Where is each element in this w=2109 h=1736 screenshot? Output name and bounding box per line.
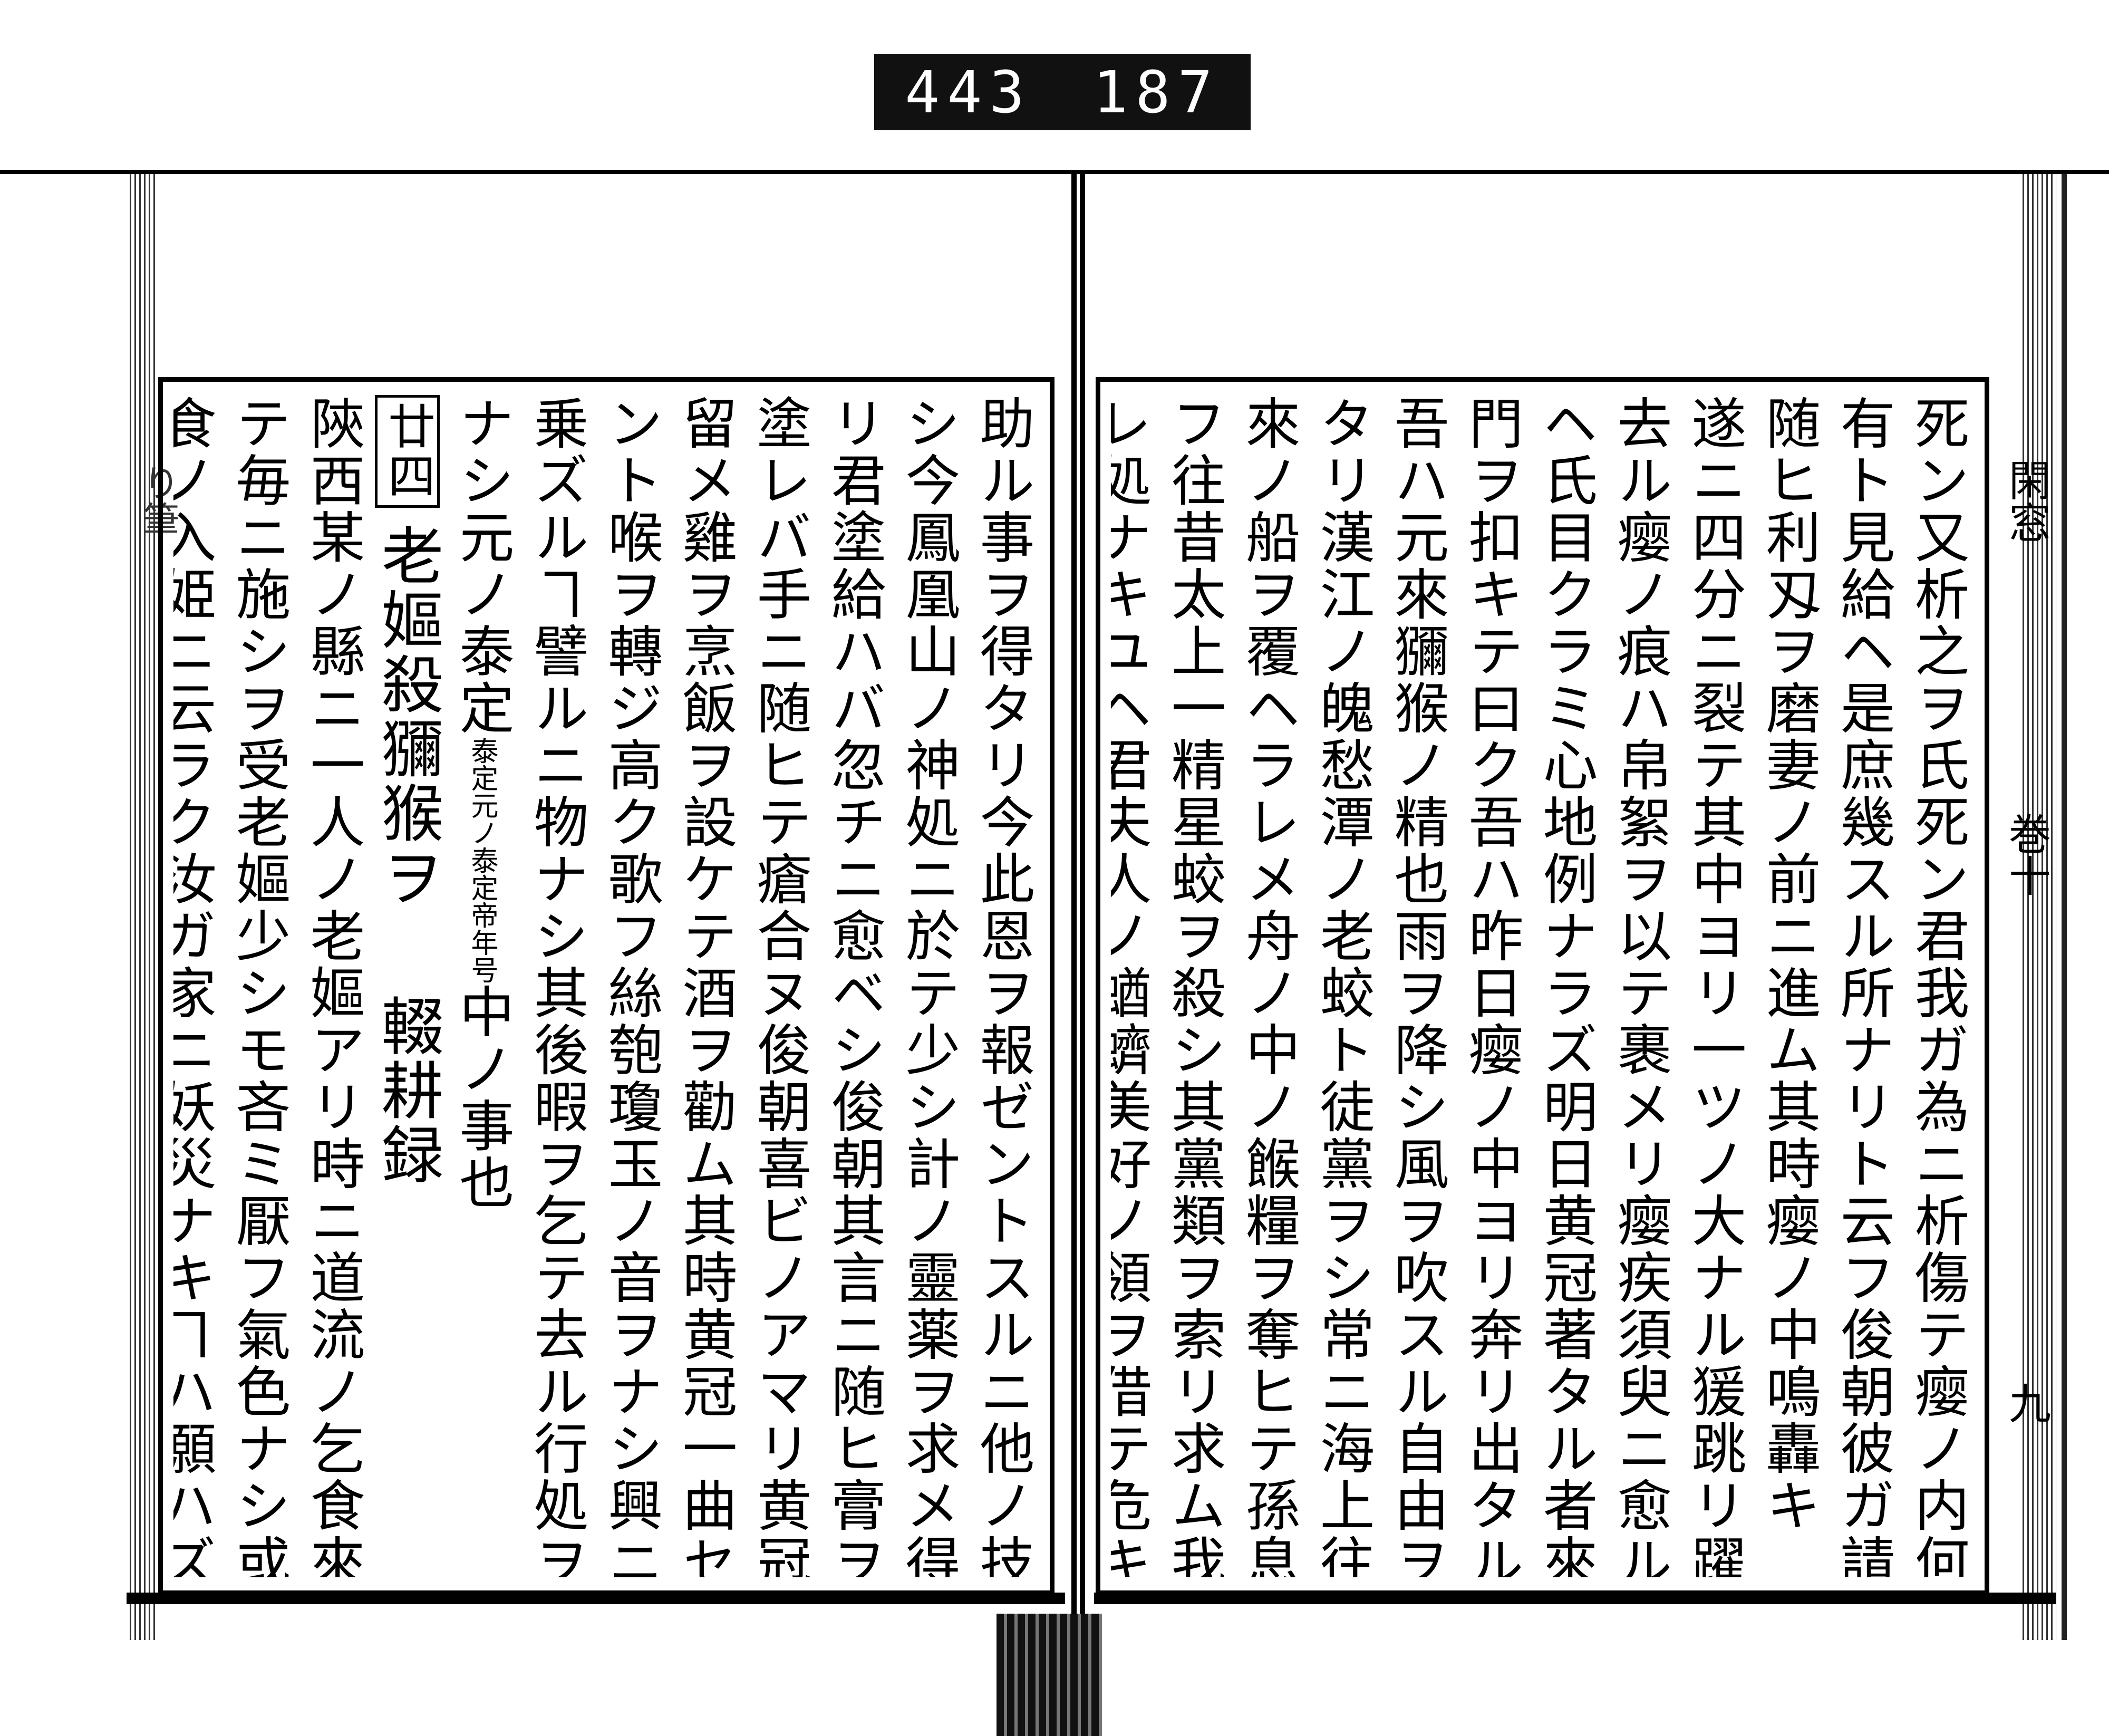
text-column: タリ漢江ノ魄愁潭ノ老蛟ト徒黨ヲシ常ニ海上往 xyxy=(1310,395,1375,1577)
text-column: 留メ雞ヲ烹飯ヲ設ケテ酒ヲ勸ム其時黄冠一曲セ xyxy=(673,395,737,1577)
bottom-rule-left xyxy=(127,1593,1065,1604)
interlinear-note: 泰定元ノ泰定帝年号 xyxy=(466,737,498,983)
text-column: ント喉ヲ轉ジ高ク歌フ絲匏瓊玉ノ音ヲナシ興ニ xyxy=(598,395,663,1577)
section-heading: 廿四老嫗殺獼猴ヲ輟耕録 xyxy=(370,395,444,1577)
section-title: 老嫗殺獼猴ヲ xyxy=(371,524,443,910)
microfilm-frame-label: 443 187 xyxy=(874,54,1251,130)
text-column: 去ル瘿ノ痕ハ帛絮ヲ以テ裹メリ瘿疾須臾ニ愈ルトイ xyxy=(1608,395,1672,1577)
text-column: 乗ズルヿ譬ルニ物ナシ其後暇ヲ乞テ去ル行処ヲ知ヿ xyxy=(524,395,588,1577)
text-run: 中ノ事也 xyxy=(450,983,514,1211)
binding-strip xyxy=(997,1614,1102,1736)
section-source: 輟耕録 xyxy=(371,994,443,1187)
text-column: レ処ナキユヘ君夫人ノ蝤蠐美好ノ領ヲ借テ危キ命ヲ xyxy=(1111,395,1152,1577)
text-column: テ毎ニ施シヲ受老嫗少シモ吝ミ厭フ氣色ナシ或時乞 xyxy=(226,395,291,1577)
right-page-edges xyxy=(2019,174,2056,1640)
left-page-edges xyxy=(127,174,156,1640)
text-column: 有ト見給ヘ是庶幾スル所ナリト云フ俊朝彼ガ請ニ xyxy=(1831,395,1895,1577)
section-number: 廿四 xyxy=(375,395,440,508)
text-column: ナシ元ノ泰定泰定元ノ泰定帝年号中ノ事也 xyxy=(444,395,519,1577)
frame-number-right: 187 xyxy=(1093,58,1220,126)
text-column: ヘ氏目クラミ心地例ナラズ明日黄冠著タル者來テ xyxy=(1533,395,1598,1577)
text-column: リ君塗給ハバ忽チニ愈ベシ俊朝其言ニ随ヒ膏ヲ xyxy=(821,395,886,1577)
text-column: シ今鳳凰山ノ神処ニ於テ少シ計ノ靈薬ヲ求メ得タ xyxy=(896,395,960,1577)
text-run: ナシ元ノ泰定 xyxy=(450,395,514,737)
left-page-text-frame: 助ル事ヲ得タリ今此恩ヲ報ゼントスルニ他ノ技ナ シ今鳳凰山ノ神処ニ於テ少シ計ノ靈薬… xyxy=(158,377,1054,1595)
top-rule xyxy=(0,170,2109,174)
margin-title: 閑窓 xyxy=(2002,459,2051,543)
text-column: フ往昔太上一精星蛟ヲ殺シ其黨類ヲ索リ求ム我身ノ隱 xyxy=(1162,395,1226,1577)
right-page-text-frame: 死ン又析之ヲ氏死ン君我ガ為ニ析傷テ瘿ノ内何物カ 有ト見給ヘ是庶幾スル所ナリト云フ… xyxy=(1096,377,1989,1595)
text-column: 随ヒ利刄ヲ磨妻ノ前ニ進ム其時瘿ノ中鳴轟キ xyxy=(1756,395,1821,1534)
margin-page-number: 九 xyxy=(2002,1382,2051,1424)
text-column: 吾ハ元來獼猴ノ精也雨ヲ降シ風ヲ吹スル自由ヲ得 xyxy=(1385,395,1449,1577)
book-spine xyxy=(1061,174,1096,1640)
text-column: 食ノ入姫ニ云ラク汝ガ家ニ妖災ナキヿハ願ハズヤ否ヤ xyxy=(173,395,216,1577)
text-column: 門ヲ扣キテ曰ク吾ハ昨日瘿ノ中ヨリ奔リ出タル猨也 xyxy=(1459,395,1523,1577)
margin-volume: 巻十 xyxy=(2002,812,2051,896)
bottom-rule-right xyxy=(1094,1593,2056,1604)
text-column: 來ノ船ヲ覆ヘラレメ舟ノ中ノ餱糧ヲ奪ヒテ孫息ヲ養 xyxy=(1236,395,1300,1577)
text-column: 死ン又析之ヲ氏死ン君我ガ為ニ析傷テ瘿ノ内何物カ xyxy=(1905,395,1969,1577)
frame-number-left: 443 xyxy=(905,58,1032,126)
right-page-text: 死ン又析之ヲ氏死ン君我ガ為ニ析傷テ瘿ノ内何物カ 有ト見給ヘ是庶幾スル所ナリト云フ… xyxy=(1111,395,1974,1577)
text-column: 助ル事ヲ得タリ今此恩ヲ報ゼントスルニ他ノ技ナ xyxy=(970,395,1034,1577)
left-page-text: 助ル事ヲ得タリ今此恩ヲ報ゼントスルニ他ノ技ナ シ今鳳凰山ノ神処ニ於テ少シ計ノ靈薬… xyxy=(173,395,1039,1577)
text-column: 塗レバ手ニ随ヒテ瘡合ヌ俊朝喜ビノアマリ黄冠ヲ xyxy=(747,395,811,1577)
text-column: 陝西某ノ縣ニ一人ノ老嫗アリ時ニ道流ノ乞食來リ xyxy=(301,395,365,1577)
text-column: 遂ニ四分ニ裂テ其中ヨリ一ツノ大ナル猨跳リ躍リテ走 xyxy=(1682,395,1746,1577)
